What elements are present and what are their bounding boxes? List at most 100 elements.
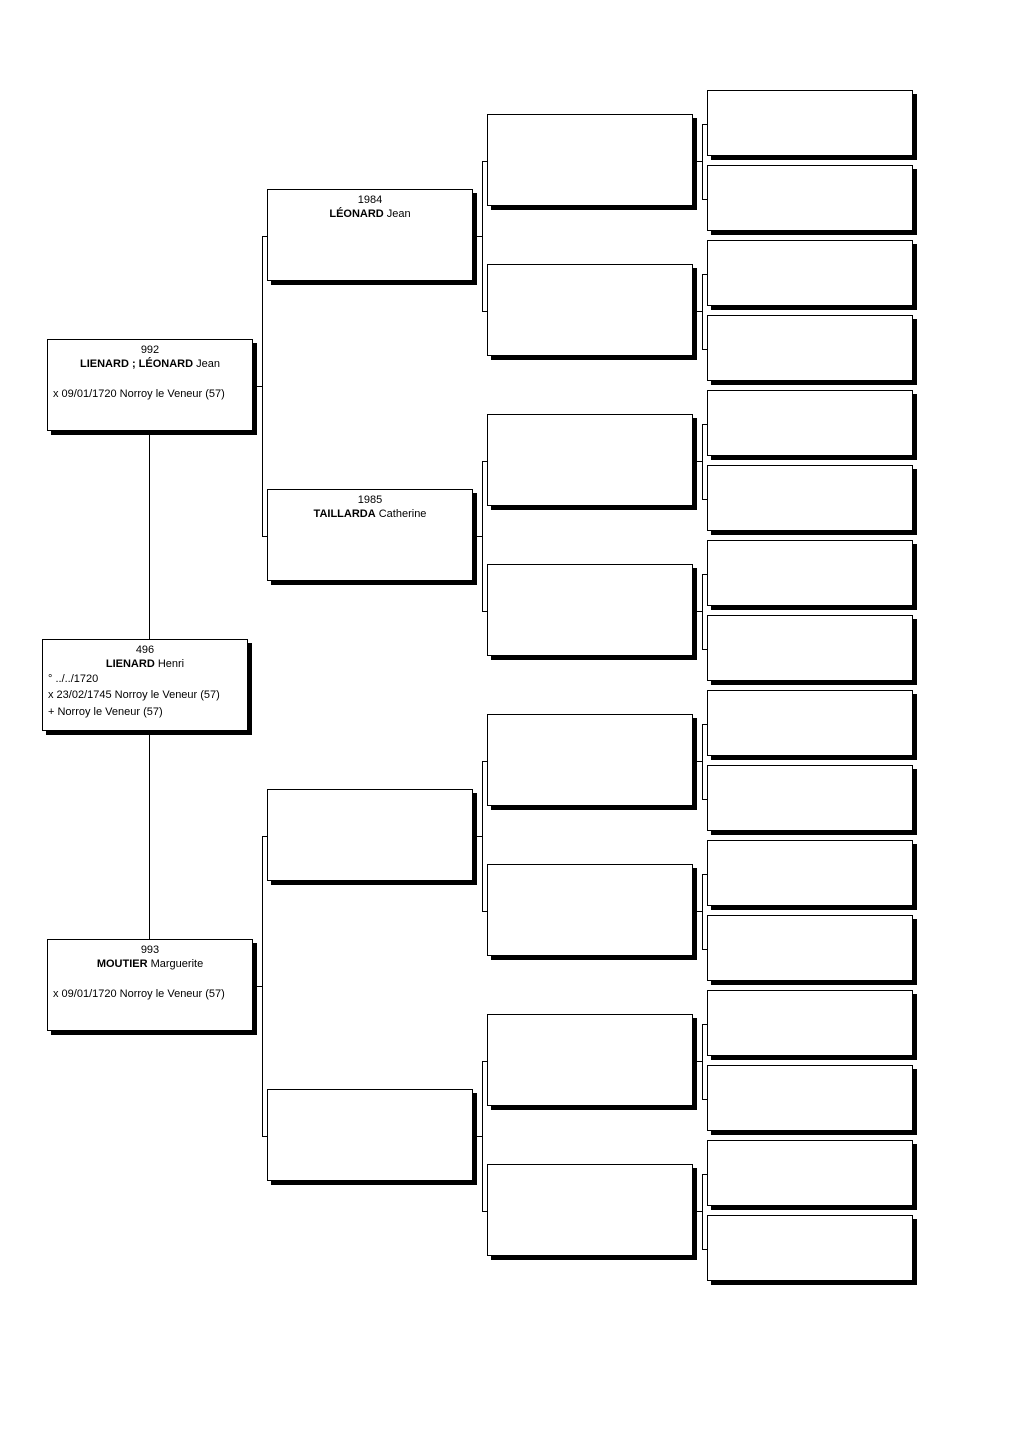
- connector-line: [695, 1061, 702, 1062]
- person-box-empty[interactable]: [707, 465, 913, 531]
- connector-line: [475, 536, 482, 537]
- connector-line: [695, 761, 702, 762]
- event-marriage: x 09/01/1720 Norroy le Veneur (57): [53, 388, 225, 400]
- connector-line: [255, 386, 262, 387]
- connector-line: [482, 1211, 487, 1212]
- connector-line: [255, 986, 262, 987]
- person-name: TAILLARDA Catherine: [268, 507, 472, 521]
- given-name: Henri: [157, 658, 185, 670]
- given-name: Marguerite: [150, 958, 204, 970]
- person-box-empty[interactable]: [707, 1140, 913, 1206]
- connector-line: [702, 199, 707, 200]
- connector-line: [482, 161, 487, 162]
- person-box-empty[interactable]: [707, 1065, 913, 1131]
- person-box-empty[interactable]: [707, 1215, 913, 1281]
- connector-line: [702, 424, 707, 425]
- connector-line: [262, 1136, 267, 1137]
- event-birth: ° ../../1720: [48, 673, 99, 685]
- connector-line: [482, 461, 483, 611]
- connector-line: [262, 236, 263, 536]
- connector-line: [702, 1174, 703, 1249]
- person-box-1985[interactable]: 1985 TAILLARDA Catherine: [267, 489, 473, 581]
- person-box-empty[interactable]: [707, 390, 913, 456]
- person-box-empty[interactable]: [487, 414, 693, 506]
- event-marriage: x 09/01/1720 Norroy le Veneur (57): [53, 988, 225, 1000]
- sosa-number: 1985: [357, 494, 383, 506]
- person-box-empty[interactable]: [267, 789, 473, 881]
- connector-line: [702, 424, 703, 499]
- connector-line: [695, 311, 702, 312]
- connector-line: [702, 724, 703, 799]
- connector-line: [702, 799, 707, 800]
- person-box-empty[interactable]: [707, 690, 913, 756]
- person-box-empty[interactable]: [707, 90, 913, 156]
- connector-line: [695, 161, 702, 162]
- person-box-empty[interactable]: [707, 765, 913, 831]
- connector-line: [262, 836, 263, 1136]
- connector-line: [149, 432, 150, 640]
- person-name: LÉONARD Jean: [268, 207, 472, 221]
- person-name: LIENARD Henri: [43, 657, 247, 671]
- person-box-empty[interactable]: [487, 1164, 693, 1256]
- person-box-empty[interactable]: [487, 264, 693, 356]
- connector-line: [702, 349, 707, 350]
- connector-line: [702, 124, 703, 199]
- person-box-empty[interactable]: [707, 240, 913, 306]
- connector-line: [695, 611, 702, 612]
- connector-line: [702, 499, 707, 500]
- surname: LIENARD: [105, 658, 155, 670]
- sosa-number: 993: [140, 944, 160, 956]
- connector-line: [482, 161, 483, 311]
- person-box-992[interactable]: 992 LIENARD ; LÉONARD Jean x 09/01/1720 …: [47, 339, 253, 431]
- sosa-number: 992: [140, 344, 160, 356]
- person-box-empty[interactable]: [487, 864, 693, 956]
- connector-line: [262, 836, 267, 837]
- connector-line: [702, 874, 703, 949]
- connector-line: [475, 836, 482, 837]
- event-marriage: x 23/02/1745 Norroy le Veneur (57): [48, 689, 220, 701]
- connector-line: [695, 911, 702, 912]
- person-name: MOUTIER Marguerite: [48, 957, 252, 971]
- connector-line: [702, 1024, 703, 1099]
- person-box-empty[interactable]: [487, 564, 693, 656]
- connector-line: [149, 732, 150, 940]
- surname: LIENARD ; LÉONARD: [80, 358, 194, 370]
- connector-line: [702, 949, 707, 950]
- person-box-empty[interactable]: [707, 540, 913, 606]
- given-name: Jean: [386, 208, 411, 220]
- connector-line: [695, 461, 702, 462]
- connector-line: [702, 724, 707, 725]
- connector-line: [482, 461, 487, 462]
- connector-line: [702, 124, 707, 125]
- connector-line: [702, 274, 707, 275]
- person-box-empty[interactable]: [707, 315, 913, 381]
- person-box-1984[interactable]: 1984 LÉONARD Jean: [267, 189, 473, 281]
- connector-line: [482, 761, 483, 911]
- connector-line: [482, 761, 487, 762]
- person-name: LIENARD ; LÉONARD Jean: [48, 357, 252, 371]
- person-box-empty[interactable]: [267, 1089, 473, 1181]
- connector-line: [475, 1136, 482, 1137]
- connector-line: [482, 611, 487, 612]
- person-box-empty[interactable]: [707, 615, 913, 681]
- person-box-496[interactable]: 496 LIENARD Henri ° ../../1720 x 23/02/1…: [42, 639, 248, 731]
- connector-line: [702, 1024, 707, 1025]
- connector-line: [482, 311, 487, 312]
- person-box-empty[interactable]: [707, 915, 913, 981]
- person-box-empty[interactable]: [707, 840, 913, 906]
- person-box-empty[interactable]: [487, 1014, 693, 1106]
- person-box-empty[interactable]: [487, 114, 693, 206]
- connector-line: [695, 1211, 702, 1212]
- connector-line: [262, 536, 267, 537]
- connector-line: [702, 574, 703, 649]
- person-box-993[interactable]: 993 MOUTIER Marguerite x 09/01/1720 Norr…: [47, 939, 253, 1031]
- given-name: Jean: [196, 358, 220, 370]
- person-box-empty[interactable]: [707, 990, 913, 1056]
- person-box-empty[interactable]: [487, 714, 693, 806]
- connector-line: [702, 649, 707, 650]
- connector-line: [475, 236, 482, 237]
- connector-line: [702, 574, 707, 575]
- connector-line: [702, 1099, 707, 1100]
- connector-line: [262, 236, 267, 237]
- person-box-empty[interactable]: [707, 165, 913, 231]
